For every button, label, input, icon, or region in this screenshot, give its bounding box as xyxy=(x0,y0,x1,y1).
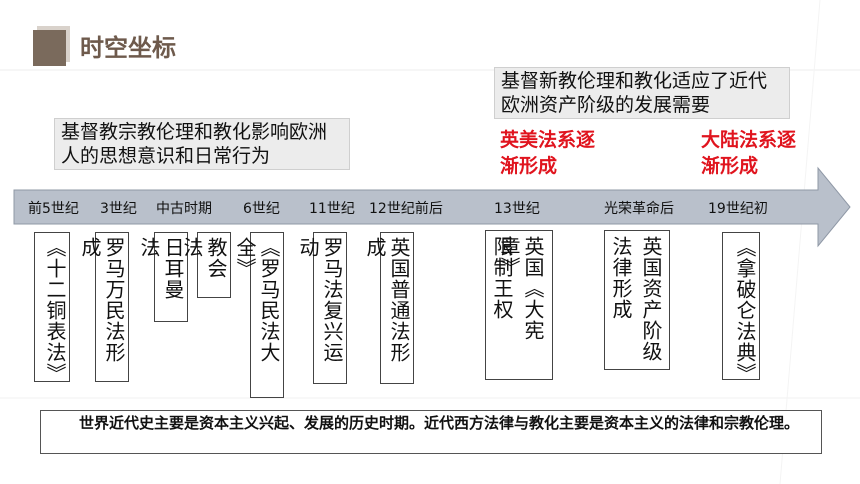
title-logo-icon xyxy=(33,30,66,66)
magna-carta-line-2: 限制王权 xyxy=(490,236,514,320)
event-english-common-law: 英国普通法形成 xyxy=(363,232,414,384)
anglo-american-law-label: 英美法系逐渐形成 xyxy=(500,129,596,177)
tick-label: 19世纪初 xyxy=(708,201,768,217)
tick-label: 前5世纪 xyxy=(28,201,79,217)
bourgeois-law-line-1: 英国资产阶级 xyxy=(639,236,663,362)
medieval-context-box: 基督教宗教伦理和教化影响欧洲人的思想意识和日常行为 xyxy=(54,118,350,170)
event-germanic-law: 日耳曼法 xyxy=(137,232,188,322)
event-roman-jus-gentium: 罗马万民法形成 xyxy=(78,232,129,382)
bourgeois-law-line-2: 法律形成 xyxy=(609,236,633,320)
summary-box: 世界近代史主要是资本主义兴起、发展的历史时期。近代西方法律与教化主要是资本主义的… xyxy=(40,410,822,454)
event-canon-law: 教会法 xyxy=(180,232,231,298)
tick-label: 中古时期 xyxy=(156,201,212,217)
tick-label: 光荣革命后 xyxy=(604,201,674,217)
event-bourgeois-law xyxy=(604,230,670,370)
event-napoleonic-code: 《拿破仑法典》 xyxy=(722,232,760,384)
modern-context-box: 基督新教伦理和教化适应了近代欧洲资产阶级的发展需要 xyxy=(494,67,790,119)
tick-label: 6世纪 xyxy=(243,201,280,217)
tick-label: 11世纪 xyxy=(309,201,355,217)
event-twelve-tables: 《十二铜表法》 xyxy=(34,232,70,384)
continental-law-label: 大陆法系逐渐形成 xyxy=(701,129,797,177)
event-corpus-juris-civilis: 《罗马民法大全》 xyxy=(233,232,284,398)
tick-label: 3世纪 xyxy=(100,201,137,217)
event-roman-law-revival: 罗马法复兴运动 xyxy=(296,232,347,384)
magna-carta-line-1: 英国《大宪章》 xyxy=(497,236,545,341)
page-title: 时空坐标 xyxy=(80,34,176,62)
tick-label: 13世纪 xyxy=(494,201,540,217)
event-magna-carta xyxy=(485,230,553,380)
tick-label: 12世纪前后 xyxy=(369,201,443,217)
